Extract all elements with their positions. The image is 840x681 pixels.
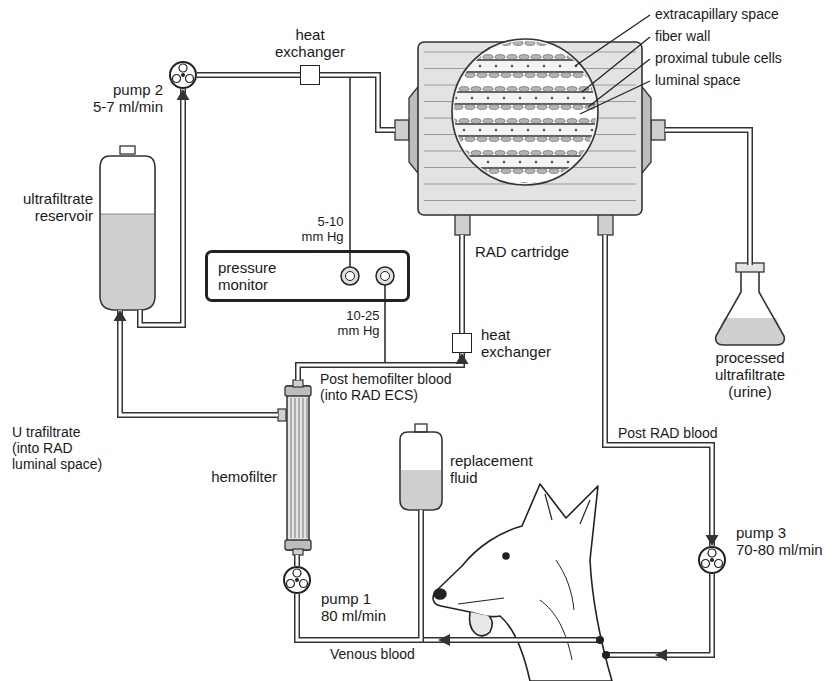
label-group: pump 180 ml/min — [321, 590, 386, 624]
tube-connector — [462, 235, 463, 333]
node-label: ultrafiltrate reservoir — [23, 190, 93, 224]
label-group: hemofilter — [211, 468, 277, 485]
pump: pump 25-7 ml/min — [169, 61, 197, 89]
rad-cartridge-housing — [395, 39, 665, 235]
tube-core — [665, 130, 750, 265]
replacement-bag: replacement fluid — [400, 430, 442, 510]
node-label: 80 ml/min — [321, 607, 386, 624]
rad-cartridge: RAD cartridge — [395, 40, 665, 235]
line-label: Post hemofilter blood (into RAD ECS) — [320, 371, 457, 403]
tube-core — [461, 235, 464, 333]
node-label: pump 2 — [93, 81, 163, 98]
dog-blood-lines — [424, 574, 712, 661]
label-group: processed ultrafiltrate (urine) — [715, 349, 785, 400]
tube-connector — [140, 89, 190, 325]
line-label: Venous blood — [330, 646, 415, 662]
node-label: processed ultrafiltrate (urine) — [715, 349, 785, 400]
hemofilter-body — [278, 380, 311, 555]
line-label: U trafiltrate (into RAD luminal space) — [12, 424, 104, 472]
tube-outline — [320, 75, 395, 130]
label-group: pressure monitor — [218, 259, 276, 293]
node-label: RAD cartridge — [475, 243, 569, 260]
label-group: heat exchanger — [275, 26, 345, 60]
urine-flask: processed ultrafiltrate (urine) — [700, 265, 800, 405]
pump: pump 180 ml/min — [283, 566, 311, 594]
tube-outline — [120, 310, 278, 415]
tube-core — [140, 89, 183, 325]
hemofilter: hemofilter — [285, 380, 311, 555]
node-label: heat exchanger — [275, 26, 345, 60]
tube-connector — [297, 510, 421, 640]
node-label: replacement fluid — [450, 452, 533, 486]
pump: pump 370-80 ml/min — [698, 546, 726, 574]
replacement-bag — [400, 424, 442, 510]
node-label: pump 3 — [736, 524, 823, 541]
arrowhead — [177, 89, 190, 100]
node-label: 5-7 ml/min — [93, 98, 163, 115]
tube-outline — [140, 89, 183, 325]
tube-outline — [297, 510, 421, 640]
tube-outline — [294, 555, 300, 566]
tube-core — [297, 510, 421, 640]
pressure-value: 5-10 mm Hg — [298, 214, 344, 244]
label-group: pump 370-80 ml/min — [736, 524, 823, 558]
callout-label: fiber wall — [655, 28, 710, 44]
tube-core — [120, 310, 278, 415]
tube-outline — [605, 235, 712, 546]
tube-outline — [665, 130, 750, 265]
line-label: Post RAD blood — [618, 425, 718, 441]
tube-core — [320, 75, 395, 130]
tube-outline — [197, 72, 300, 78]
callout-label: luminal space — [655, 72, 741, 88]
tube-outline — [459, 235, 465, 333]
reservoir-bag — [100, 146, 155, 310]
label-group: replacement fluid — [450, 452, 533, 486]
node-label: pump 1 — [321, 590, 386, 607]
arrowhead — [456, 353, 469, 364]
label-group: RAD cartridge — [475, 243, 569, 260]
node-label: 70-80 ml/min — [736, 541, 823, 558]
tube-connector — [197, 75, 300, 76]
label-group: heat exchanger — [481, 326, 551, 360]
tube-core — [197, 74, 300, 77]
callout-label: proximal tubule cells — [655, 50, 782, 66]
dog-illustration — [433, 484, 612, 681]
pressure-monitor: pressure monitor — [205, 250, 410, 302]
label-group: ultrafiltrate reservoir — [23, 190, 93, 224]
arrowhead — [706, 535, 719, 546]
tube-connector — [605, 235, 719, 546]
label-group: pump 25-7 ml/min — [93, 81, 163, 115]
pump-rollers — [173, 64, 723, 588]
pressure-value: 10-25 mm Hg — [334, 308, 380, 338]
tube-connector — [114, 310, 279, 415]
arrowhead — [114, 310, 127, 321]
tube-core — [296, 555, 299, 566]
tube-core — [605, 235, 712, 546]
heat-exchanger: heat exchanger — [452, 333, 472, 353]
tube-connector — [320, 75, 395, 130]
node-label: pressure monitor — [218, 259, 276, 293]
tube-connector — [665, 130, 750, 265]
callout-label: extracapillary space — [655, 6, 779, 22]
urine-flask — [716, 263, 785, 345]
tube-connector — [297, 555, 298, 566]
leader-lines — [575, 15, 650, 114]
reservoir-bag: ultrafiltrate reservoir — [100, 150, 155, 310]
node-label: hemofilter — [211, 468, 277, 485]
node-label: heat exchanger — [481, 326, 551, 360]
heat-exchanger: heat exchanger — [300, 65, 320, 85]
